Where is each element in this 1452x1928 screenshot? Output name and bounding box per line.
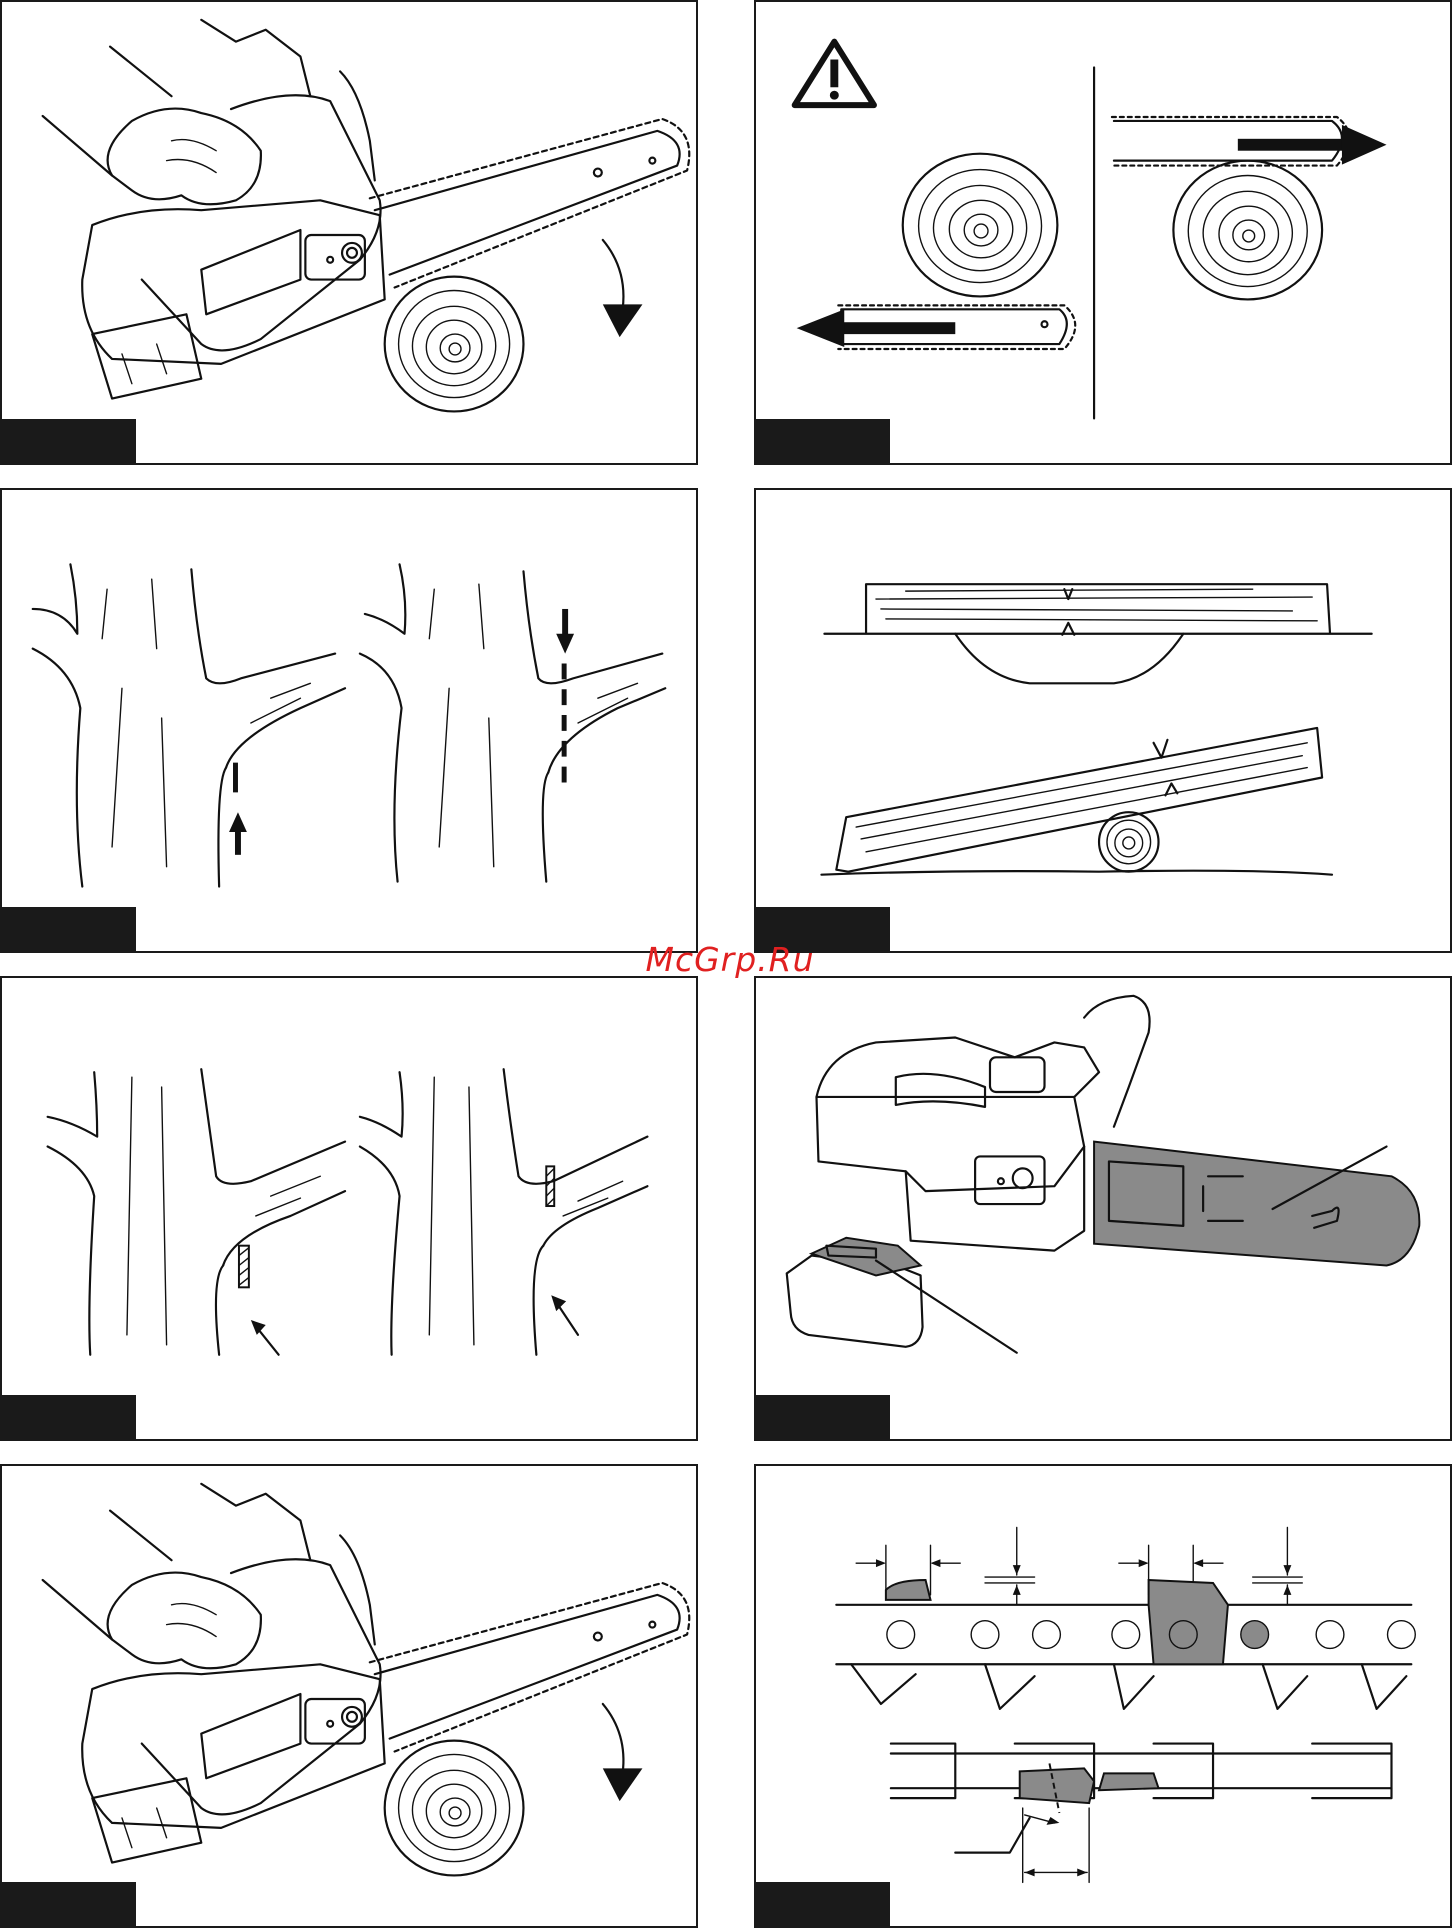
figure-number-tab [2,1882,136,1926]
warning-triangle-icon [795,42,874,105]
kickback-illustration [756,2,1450,463]
figure-number-tab [2,419,136,463]
watermark-text: McGrp.Ru [580,940,880,979]
log-support-illustration [756,490,1450,951]
figure-panel-1 [0,0,698,465]
branch-undercut-illustration [2,490,696,951]
branch-collar-illustration [2,978,696,1439]
figure-panel-3 [0,488,698,953]
figure-number-tab [2,907,136,951]
figure-panel-6 [754,976,1452,1441]
figure-panel-8 [754,1464,1452,1928]
figure-number-tab [2,1395,136,1439]
figure-number-tab [756,419,890,463]
figure-panel-2 [754,0,1452,465]
chainsaw-log-illustration [2,1466,696,1926]
figure-panel-4 [754,488,1452,953]
figure-panel-5 [0,976,698,1441]
chainsaw-log-illustration [2,2,696,463]
figure-number-tab [756,1882,890,1926]
figure-number-tab [756,1395,890,1439]
figure-panel-7 [0,1464,698,1928]
saw-chain-illustration [756,1466,1450,1926]
chainsaw-parts-illustration [756,978,1450,1439]
